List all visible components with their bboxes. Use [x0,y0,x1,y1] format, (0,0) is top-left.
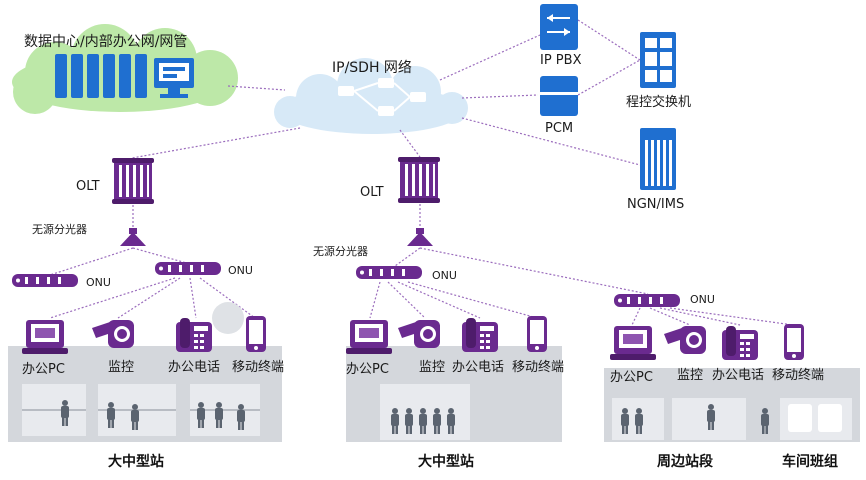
device-label-mobile: 移动终端 [772,367,824,383]
server-rack-icon [55,54,147,98]
device-label-pc: 办公PC [22,362,65,377]
core-network-label: IP/SDH 网络 [332,60,412,76]
device-label-mobile: 移动终端 [512,359,564,375]
onu-label: ONU [228,264,253,277]
olt-icon [398,157,440,203]
device-label-camera: 监控 [677,368,703,383]
onu-icon [356,266,422,279]
device-label-pc: 办公PC [346,362,389,377]
onu-label: ONU [432,269,457,282]
pc-icon [346,320,392,354]
olt-label: OLT [76,179,100,194]
device-label-pc: 办公PC [610,370,653,385]
links [49,19,794,326]
mobile-icon [527,316,547,352]
mobile-icon [246,316,266,352]
device-label-camera: 监控 [108,360,134,375]
station-scene [604,368,860,442]
station-scene [8,302,282,442]
station-scene [346,346,562,442]
olt-icon [112,158,154,204]
switchboard-icon [640,32,676,88]
onu-icon [614,294,680,307]
monitor-icon [154,58,194,98]
ngn-ims-icon [640,128,676,190]
ip-pbx-label: IP PBX [540,53,582,68]
device-label-mobile: 移动终端 [232,359,284,375]
ngn-ims-label: NGN/IMS [627,197,684,212]
ip-pbx-icon [540,4,578,50]
phone-icon [462,318,498,352]
olt-label: OLT [360,185,384,200]
camera-icon [664,326,706,354]
camera-icon [398,320,440,348]
camera-icon [92,320,134,348]
pcm-label: PCM [545,121,573,136]
site-label: 车间班组 [782,453,838,470]
site-label: 大中型站 [108,453,164,470]
device-label-phone: 办公电话 [712,368,764,383]
pc-icon [610,326,656,360]
mobile-icon [784,324,804,360]
onu-label: ONU [86,276,111,289]
splitter-label: 无源分光器 [313,244,368,258]
splitter-icon [120,228,146,246]
phone-icon [176,318,212,352]
device-label-phone: 办公电话 [452,360,504,375]
switchboard-label: 程控交换机 [626,94,691,110]
site-label: 大中型站 [418,453,474,470]
network-node-icon [338,78,426,116]
onu-label: ONU [690,293,715,306]
site-label: 周边站段 [657,453,713,470]
device-label-camera: 监控 [419,360,445,375]
splitter-label: 无源分光器 [32,222,87,236]
device-label-phone: 办公电话 [168,360,220,375]
pc-icon [22,320,68,354]
splitter-icon [407,228,433,246]
onu-icon [12,274,78,287]
pcm-icon [540,76,578,116]
onu-icon [155,262,221,275]
phone-icon [722,326,758,360]
datacenter-label: 数据中心/内部办公网/网管 [24,34,187,50]
